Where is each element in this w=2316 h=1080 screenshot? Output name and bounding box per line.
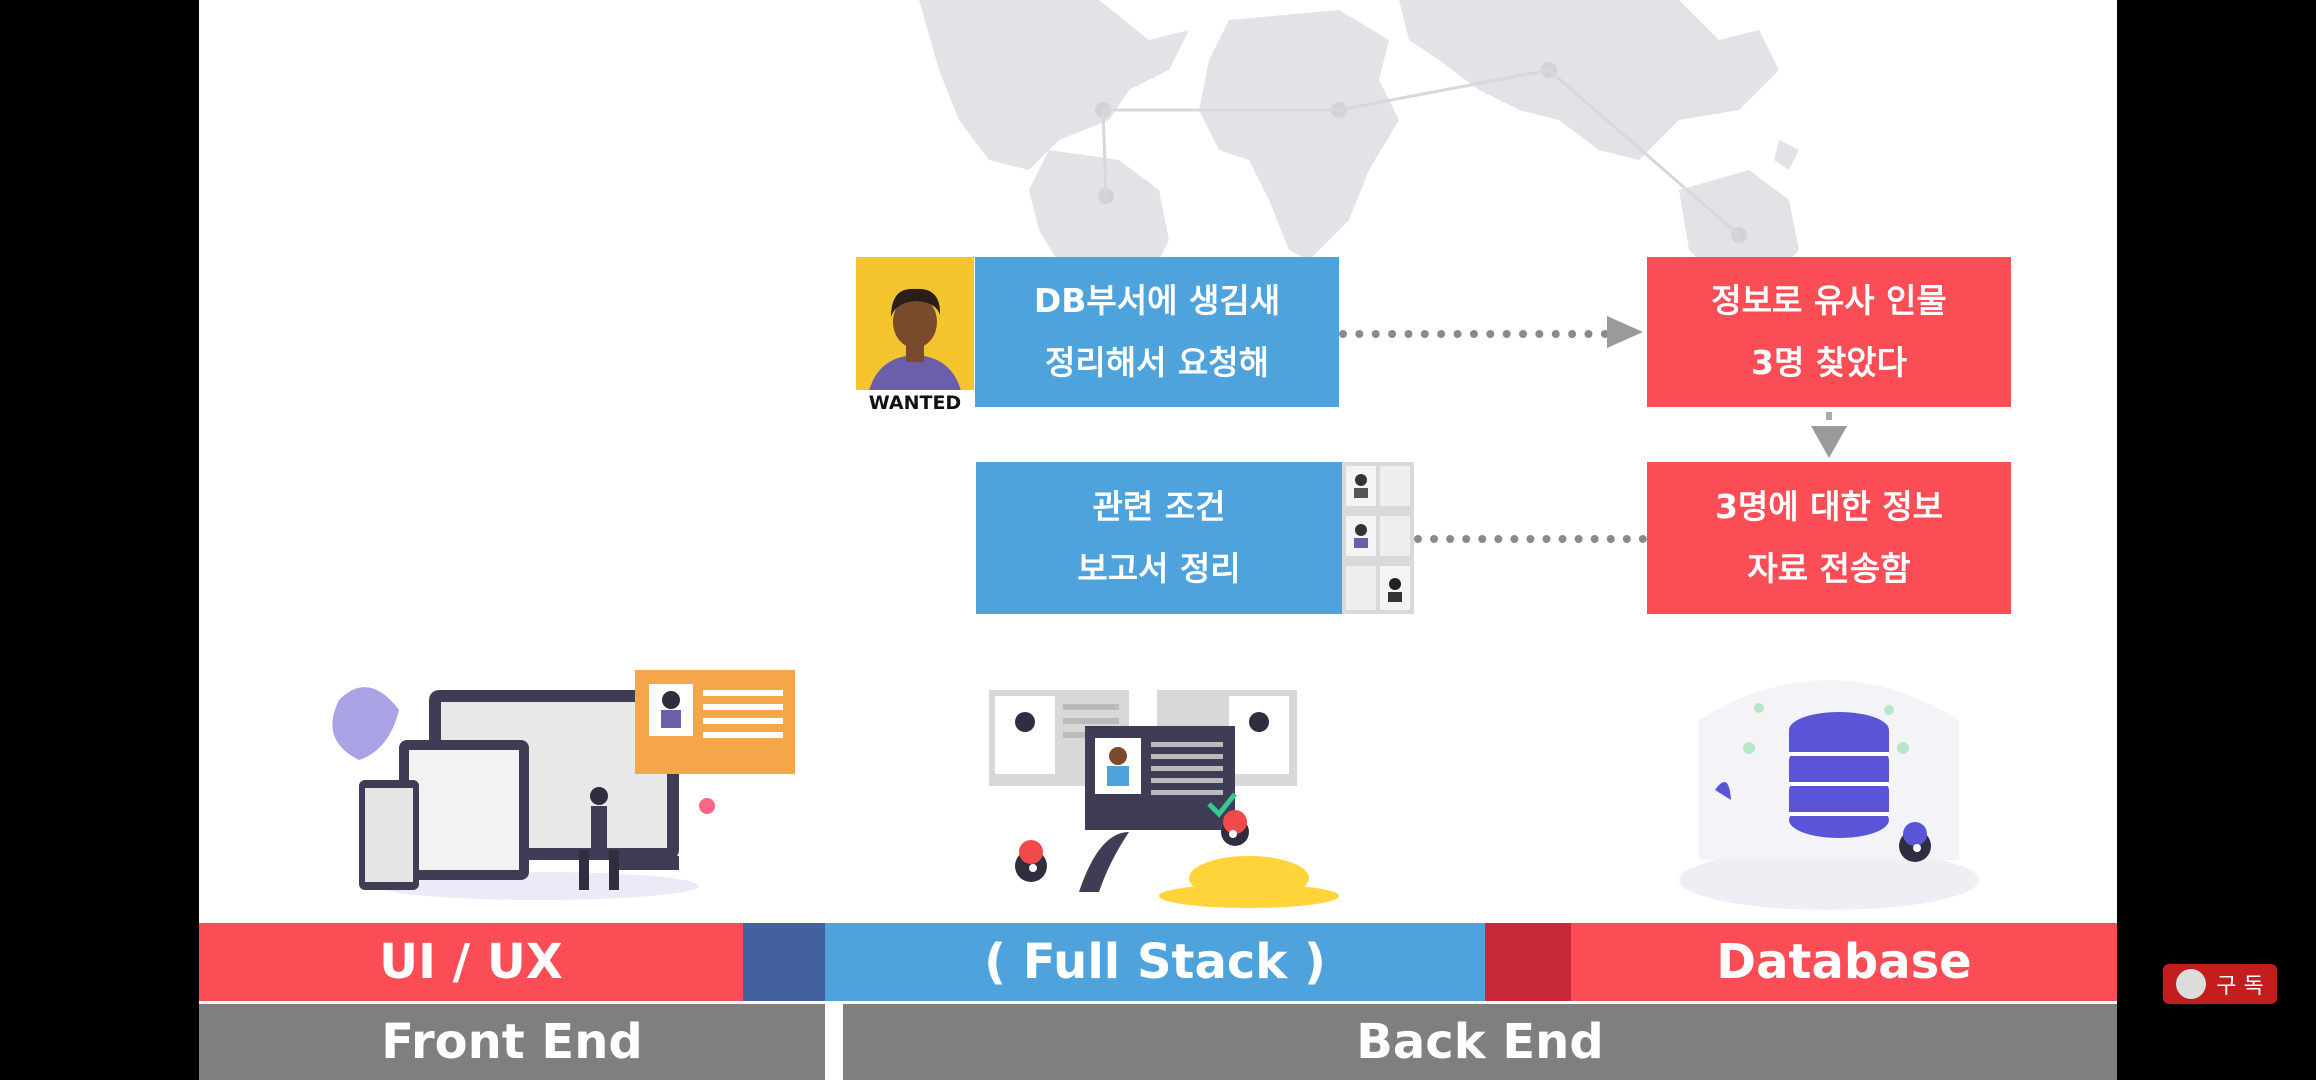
overlap-block-right — [1485, 923, 1571, 1001]
wanted-poster-icon — [856, 257, 974, 407]
profile-cards-icon — [1342, 462, 1414, 614]
ui-ux-label: UI / UX — [199, 923, 743, 1001]
sent-line-1: 3명에 대한 정보 — [1714, 487, 1944, 526]
subscribe-label: 구 독 — [2216, 974, 2264, 999]
subscribe-button[interactable]: 구 독 — [2163, 964, 2277, 1004]
world-map-illustration — [919, 0, 1799, 330]
wanted-label: WANTED — [856, 390, 974, 416]
sent-box: 3명에 대한 정보 자료 전송함 — [1647, 462, 2011, 614]
overlap-block-left — [743, 923, 825, 1001]
dotted-connector — [1414, 535, 1647, 543]
found-line-1: 정보로 유사 인물 — [1711, 281, 1947, 320]
report-line-1: 관련 조건 — [1092, 487, 1226, 526]
back-end-label: Back End — [843, 1004, 2117, 1080]
database-illustration — [1679, 680, 1979, 910]
full-stack-label: ( Full Stack ) — [825, 923, 1485, 1001]
request-line-2: 정리해서 요청해 — [1044, 343, 1269, 382]
found-box: 정보로 유사 인물 3명 찾았다 — [1647, 257, 2011, 407]
arrow-down-icon — [1811, 412, 1847, 458]
report-line-2: 보고서 정리 — [1077, 549, 1241, 588]
request-box: DB부서에 생김새 정리해서 요청해 — [975, 257, 1339, 407]
full-stack-illustration — [989, 690, 1339, 908]
found-line-2: 3명 찾았다 — [1751, 343, 1907, 382]
request-line-1: DB부서에 생김새 — [1033, 281, 1281, 320]
ui-ux-illustration — [332, 670, 795, 900]
front-end-label: Front End — [199, 1004, 825, 1080]
arrow-right-icon — [1607, 316, 1643, 348]
presentation-slide: WANTED DB부서에 생김새 정리해서 요청해 정보로 유사 인물 3명 찾… — [199, 0, 2117, 1080]
channel-avatar-icon — [2176, 969, 2207, 999]
report-box: 관련 조건 보고서 정리 — [976, 462, 1342, 614]
dotted-connector — [1339, 330, 1609, 338]
sent-line-2: 자료 전송함 — [1747, 549, 1911, 588]
database-label: Database — [1571, 923, 2117, 1001]
